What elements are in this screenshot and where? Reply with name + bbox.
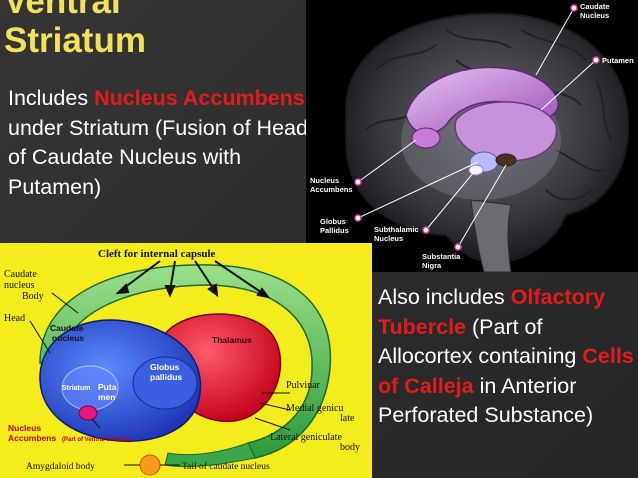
brainstem <box>470 199 512 272</box>
brain-leader-lines <box>357 7 597 248</box>
subthalamic-shape <box>468 164 484 176</box>
nucleus-accumbens-dot <box>78 405 98 421</box>
title-line-1: Ventral <box>4 0 121 21</box>
outro-middle: (Part of Allocortex containing <box>378 314 583 369</box>
intro-text: Includes Nucleus Accumbens under Striatu… <box>8 84 308 202</box>
diagram-label-globus-2: pallidus <box>150 372 182 382</box>
diagram-svg: Cleft for internal capsule Caudate nucle… <box>4 248 360 476</box>
diagram-label-head: Head <box>4 313 25 324</box>
diagram-label-thalamus: Thalamus <box>212 335 252 345</box>
brain-label-substantia-1: Substantia <box>422 252 461 261</box>
cleft-arrows <box>115 260 271 299</box>
diagram-label-caudate-2: nucleus <box>52 333 84 343</box>
outro-prefix: Also includes <box>378 285 511 309</box>
diagram-label-pulvinar: Pulvinar <box>286 380 321 391</box>
brain-label-caudate-1: Caudate <box>580 2 610 11</box>
diagram-label-cleft: Cleft for internal capsule <box>98 248 216 260</box>
brain-label-substantia-2: Nigra <box>422 261 442 270</box>
diagram-label-striatum: Striatum <box>62 385 90 392</box>
diagram-leader-lines <box>29 292 291 466</box>
outro-highlight-1: Olfactory Tubercle <box>378 285 606 339</box>
diagram-label-amygdaloid: Amygdaloid body <box>26 462 95 472</box>
substantia-nigra-shape <box>495 153 517 167</box>
diagram-label-lateral-geniculate-1: Lateral geniculate <box>270 432 342 443</box>
diagram-label-accumbens-1: Nucleus <box>8 423 41 433</box>
diagram-label-medial-geniculate-2: late <box>340 413 355 424</box>
brain-label-markers <box>354 4 600 251</box>
brain-label-subthalamic-2: Nucleus <box>374 234 403 243</box>
brain-label-putamen: Putamen <box>602 56 634 65</box>
brain-label-accumbens-2: Accumbens <box>310 185 353 194</box>
diagram-label-ventral-striatum-note: (Part of Ventral striatum) <box>62 437 132 443</box>
brain-label-accumbens-1: Nucleus <box>310 176 339 185</box>
title-line-2: Striatum <box>4 21 146 60</box>
diagram-label-caudate-body-1: Caudate <box>4 269 37 280</box>
putamen-shape <box>454 101 558 162</box>
intro-prefix: Includes <box>8 86 95 110</box>
intro-highlight: Nucleus Accumbens <box>94 86 305 110</box>
intro-suffix: under Striatum (Fusion of Head of Caudat… <box>8 115 308 199</box>
diagram-label-globus-1: Globus <box>150 362 180 372</box>
brain-svg: Caudate Nucleus Putamen Nucleus Accumben… <box>310 2 634 272</box>
amygdaloid-shape <box>139 454 161 476</box>
diagram-label-putamen-1: Puta <box>98 382 117 392</box>
outro-suffix: in Anterior Perforated Substance) <box>378 373 594 428</box>
diagram-label-caudate-1: Caudate <box>50 323 84 333</box>
outro-text: Also includes Olfactory Tubercle (Part o… <box>378 283 636 431</box>
diagram-label-medial-geniculate-1: Medial genicu <box>286 403 343 414</box>
brain-label-globus-1: Globus <box>320 217 346 226</box>
basal-ganglia-diagram: Cleft for internal capsule Caudate nucle… <box>0 243 372 478</box>
diagram-label-putamen-2: men <box>98 392 115 402</box>
slide-title: Ventral Striatum <box>4 0 146 60</box>
brain-label-caudate-2: Nucleus <box>580 11 609 20</box>
outro-highlight-2: Cells of Calleja <box>378 344 634 398</box>
nucleus-accumbens-shape <box>411 127 441 149</box>
diagram-label-caudate-body-3: Body <box>22 291 44 302</box>
diagram-label-lateral-geniculate-2: body <box>340 442 360 453</box>
brain-illustration: Caudate Nucleus Putamen Nucleus Accumben… <box>306 0 638 272</box>
diagram-label-tail: Tail of caudate nucleus <box>182 461 270 472</box>
brain-label-subthalamic-1: Subthalamic <box>374 225 419 234</box>
globus-pallidus-region <box>132 356 198 410</box>
diagram-label-accumbens-2: Accumbens <box>8 433 56 443</box>
brain-label-globus-2: Pallidus <box>320 226 349 235</box>
diagram-label-caudate-body-2: nucleus <box>4 280 35 291</box>
